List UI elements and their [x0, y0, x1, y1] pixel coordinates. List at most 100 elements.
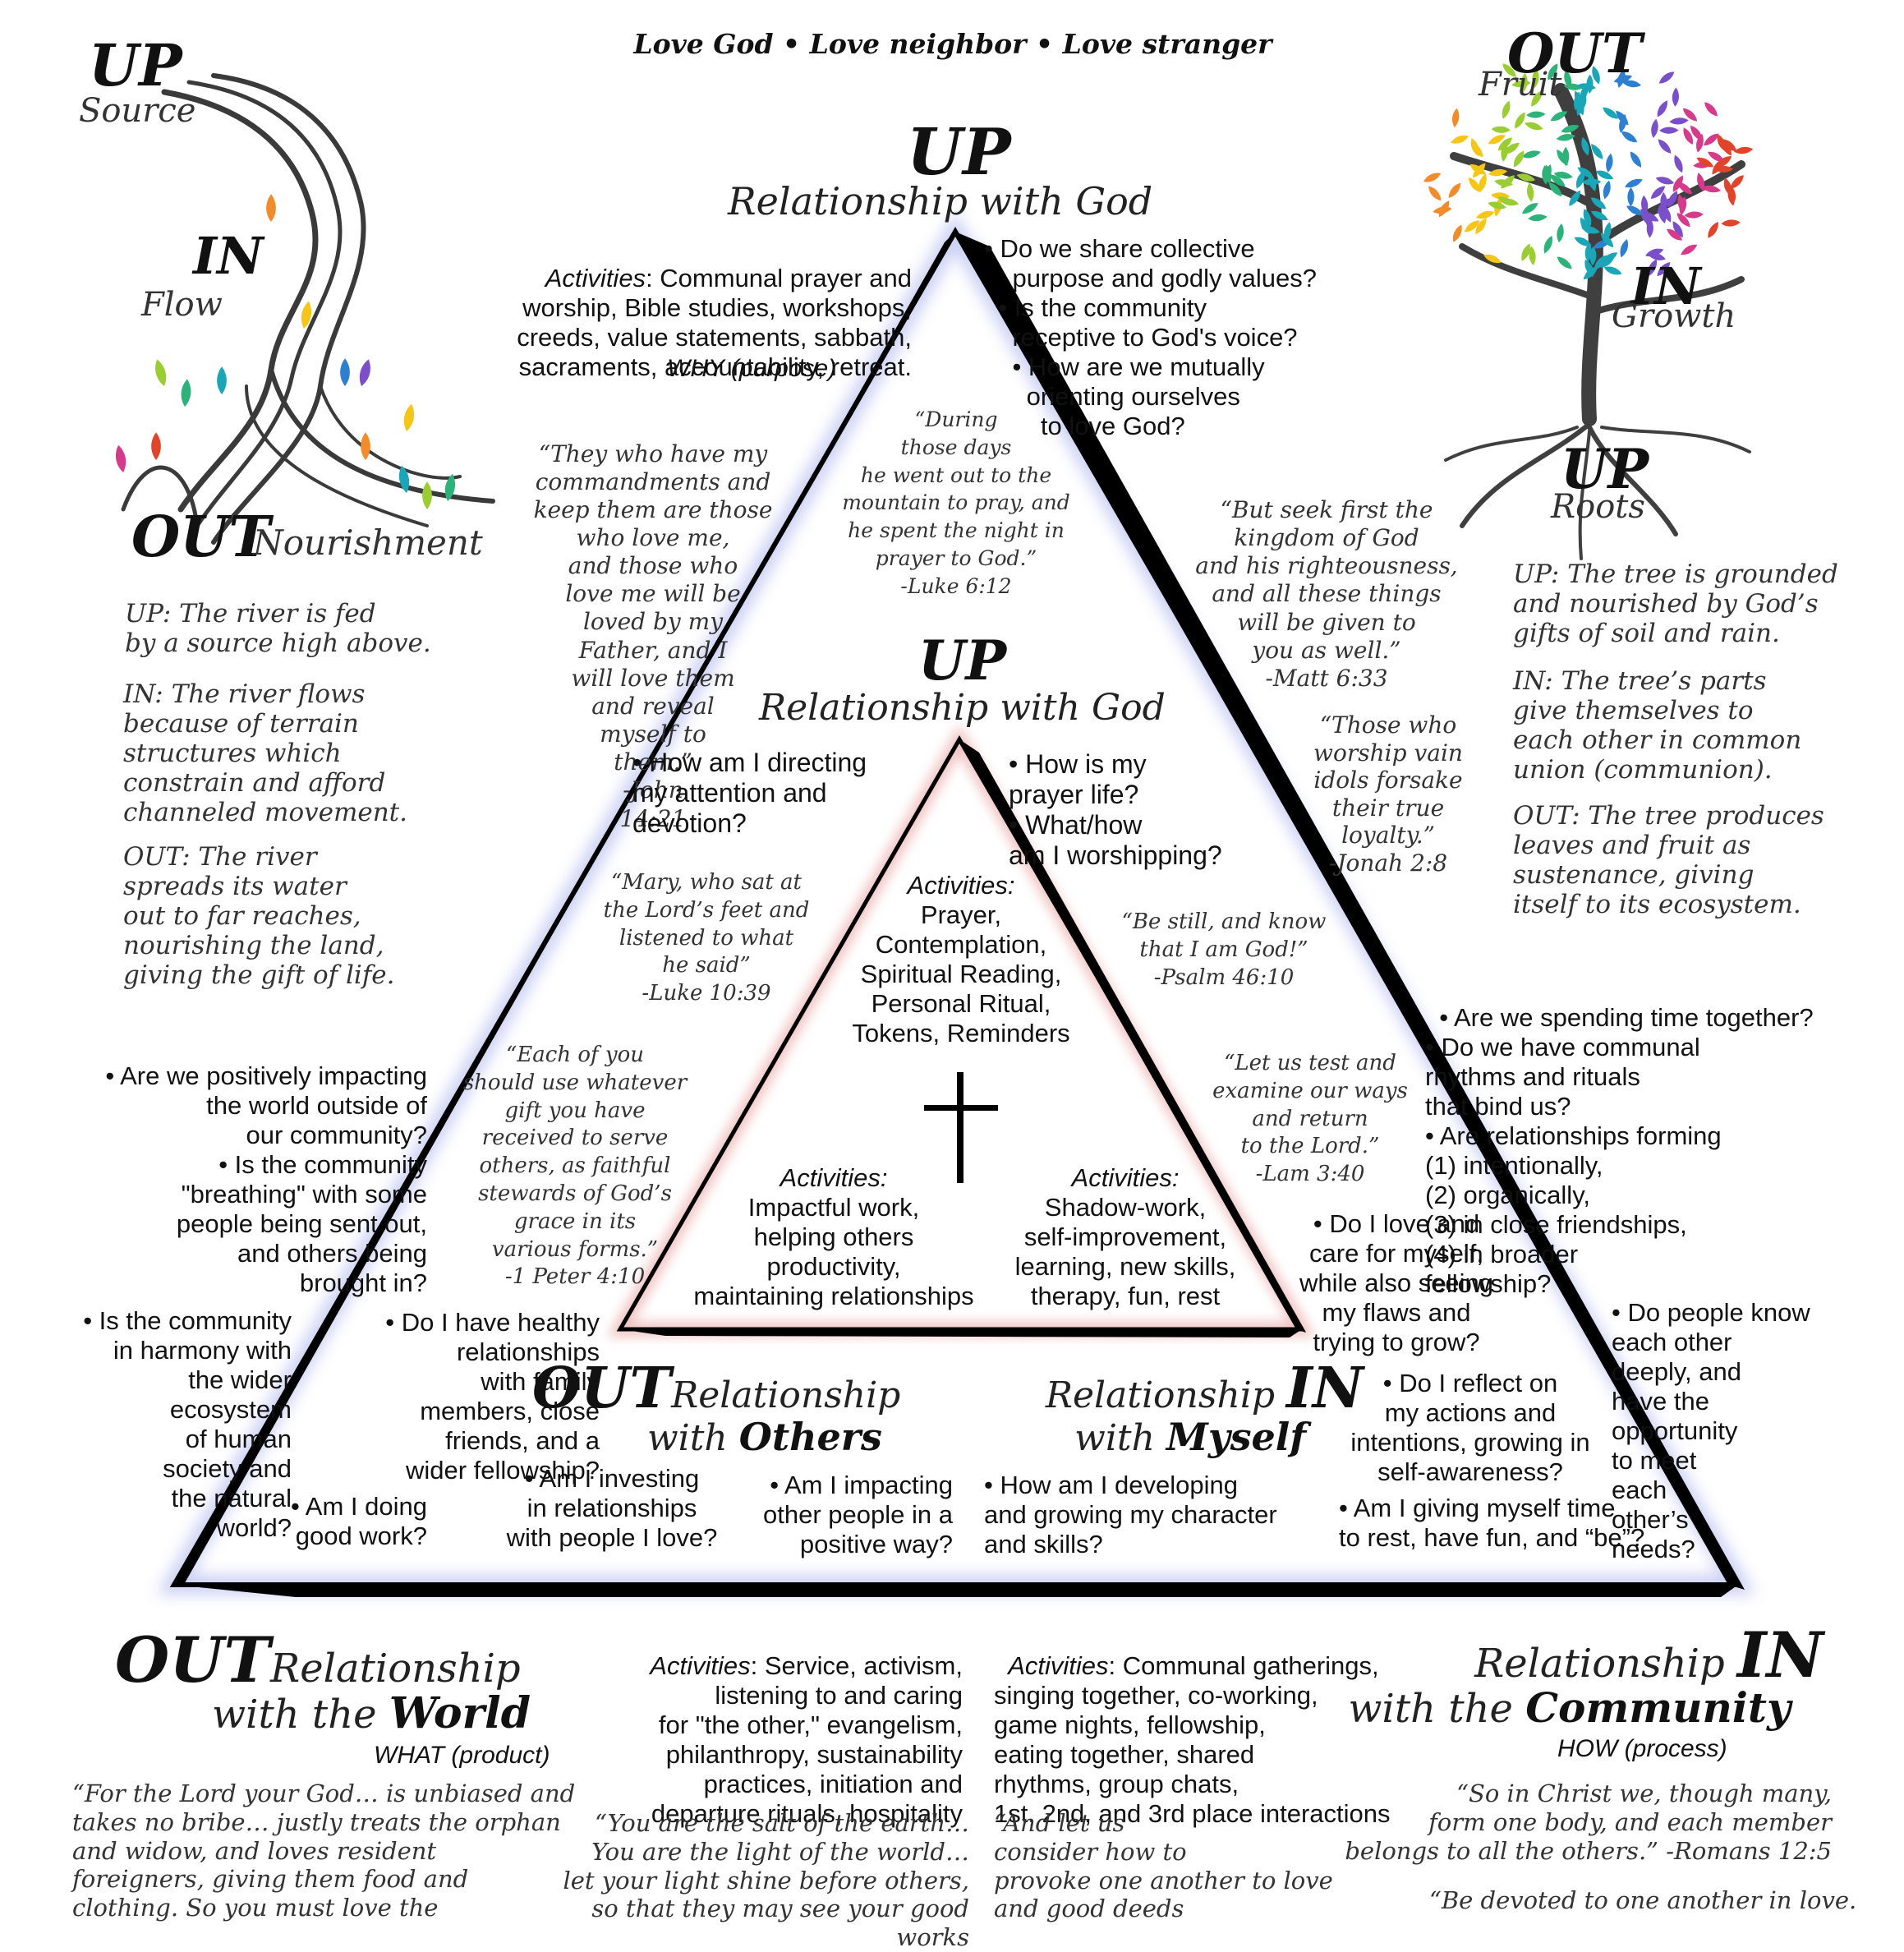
river-leaf — [217, 366, 227, 394]
tree-leaf — [1428, 186, 1442, 201]
q-impacting: • Am I impacting other people in a posit… — [763, 1471, 953, 1558]
tree-leaf — [1515, 112, 1525, 129]
tree-out-sub: Fruit — [1479, 66, 1562, 104]
tree-leaf — [1470, 138, 1479, 157]
community-title: IN — [1736, 1618, 1824, 1692]
cross-vertical — [957, 1072, 963, 1183]
others-word: Others — [738, 1415, 882, 1459]
quote-hebrews: “And let us consider how to provoke one … — [994, 1809, 1333, 1923]
q-prayer: • How is my prayer life? • What/how am I… — [1009, 749, 1222, 871]
tree-leaf — [1690, 125, 1703, 141]
tree-leaf — [1521, 203, 1538, 214]
tree-leaf — [1621, 80, 1642, 88]
inner-triangle-brush-bottom — [620, 1329, 1302, 1337]
tree-leaf — [1543, 235, 1552, 254]
inner-in-activities: Activities: Shadow-work, self-improvemen… — [969, 1163, 1281, 1311]
world-activities-label: Activities — [650, 1650, 751, 1680]
tree-leaf — [1672, 87, 1679, 107]
inner-up-label: Activities: — [907, 871, 1015, 900]
tree-leaf — [1581, 137, 1589, 156]
quote-luke-10-39: “Mary, who sat at the Lord’s feet and li… — [603, 870, 810, 1006]
world-title: OUT — [115, 1623, 271, 1696]
outer-up-activities: Activities: Communal prayer and worship,… — [386, 234, 912, 382]
tree-leaf — [1669, 117, 1689, 125]
outer-up-questions: • Do we share collective purpose and god… — [984, 234, 1317, 440]
tree-leaf — [1548, 182, 1562, 196]
tree-leaf — [1620, 239, 1629, 258]
tree-leaf — [1488, 201, 1507, 209]
tree-leaf — [1550, 174, 1566, 186]
tree-leaf — [1548, 63, 1558, 81]
myself-rel: Relationship — [1045, 1374, 1287, 1416]
community-word: Community — [1525, 1683, 1791, 1732]
tree-leaf — [1603, 266, 1622, 275]
tree-leaf — [1712, 159, 1724, 175]
others-with: with — [647, 1417, 739, 1459]
tree-leaf — [1550, 111, 1568, 122]
world-heading: OUTRelationship with the World — [115, 1623, 575, 1738]
tree-leaf — [1573, 91, 1581, 111]
others-rel: Relationship — [671, 1374, 901, 1416]
q-resting: • Am I giving myself time to rest, have … — [1339, 1494, 1645, 1552]
q-reflect: • Do I reflect on my actions and intenti… — [1350, 1369, 1590, 1486]
tree-leaf — [1464, 220, 1480, 232]
quote-lam-3-40: “Let us test and examine our ways and re… — [1212, 1051, 1408, 1187]
inner-in-text: Shadow-work, self-improvement, learning,… — [1014, 1193, 1236, 1310]
tree-leaves — [1423, 63, 1754, 280]
tree-leaf — [1613, 75, 1633, 83]
tree-leaf — [1581, 178, 1602, 186]
river-out-sub: Nourishment — [253, 523, 483, 563]
inner-triangle-brush-right — [959, 739, 1306, 1333]
tree-in-sub: Growth — [1612, 297, 1736, 335]
outer-up-sub: Relationship with God — [728, 179, 1153, 223]
quote-salt-light: “You are the salt of the earth… You are … — [563, 1809, 969, 1952]
tree-leaf — [1497, 137, 1512, 151]
tree-leaf — [1513, 150, 1525, 168]
tree-leaf — [1616, 110, 1629, 126]
outer-community-questions-2: • Do people know each other deeply, and … — [1612, 1298, 1810, 1563]
river-leaf — [155, 359, 167, 386]
river-leaf — [398, 465, 410, 493]
river-leaf — [361, 432, 370, 460]
tree-leaf — [1595, 170, 1614, 180]
river-desc-out: OUT: The river spreads its water out to … — [123, 842, 395, 990]
tree-leaf — [1468, 177, 1481, 193]
tree-leaf — [1657, 100, 1667, 117]
river-leaf — [403, 403, 415, 431]
community-activities-text: : Communal gatherings, singing together,… — [994, 1650, 1391, 1828]
tree-leaf — [1717, 134, 1727, 152]
community-activities-label: Activities — [1008, 1650, 1109, 1680]
diagram-graphics — [115, 63, 1755, 1597]
tree-leaf — [1684, 211, 1704, 219]
others-title: OUT — [532, 1356, 672, 1421]
quote-jonah-2-8: “Those who worship vain idols forsake th… — [1313, 711, 1463, 877]
tree-leaf — [1561, 124, 1580, 133]
tree-leaf — [1730, 175, 1744, 189]
middle-up-title: UP — [918, 628, 1007, 693]
tree-leaf — [1579, 92, 1587, 112]
tree-leaf — [1544, 164, 1552, 184]
tree-leaf — [1708, 221, 1718, 238]
tree-leaf — [1491, 126, 1511, 133]
outer-up-title: UP — [907, 115, 1011, 190]
why-purpose: WHY (purpose) — [667, 355, 837, 382]
tree-leaf — [1475, 218, 1487, 235]
tree-leaf — [1679, 196, 1687, 216]
q-good-work: • Am I doing good work? — [291, 1492, 427, 1550]
tree-desc-up: UP: The tree is grounded and nourished b… — [1513, 559, 1838, 648]
outer-world-questions: • Are we positively impacting the world … — [105, 1061, 427, 1297]
quote-matt-6-33: “But seek first the kingdom of God and h… — [1195, 496, 1458, 692]
tree-leaf — [1576, 170, 1585, 189]
tree-leaf — [1475, 210, 1495, 219]
tree-leaf — [1696, 157, 1714, 168]
tree-leaf — [1657, 198, 1669, 214]
tree-leaf — [1529, 246, 1536, 265]
tree-leaf — [1502, 63, 1516, 77]
tree-up-label: UP — [1561, 437, 1649, 501]
tree-leaf — [1682, 108, 1698, 122]
tree-leaf — [1448, 182, 1461, 198]
tree-leaf — [1531, 90, 1543, 107]
world-activities-text: : Service, activism, listening to and ca… — [651, 1650, 963, 1828]
tree-leaf — [1630, 151, 1641, 168]
tagline: Love God • Love neighbor • Love stranger — [633, 28, 1272, 60]
